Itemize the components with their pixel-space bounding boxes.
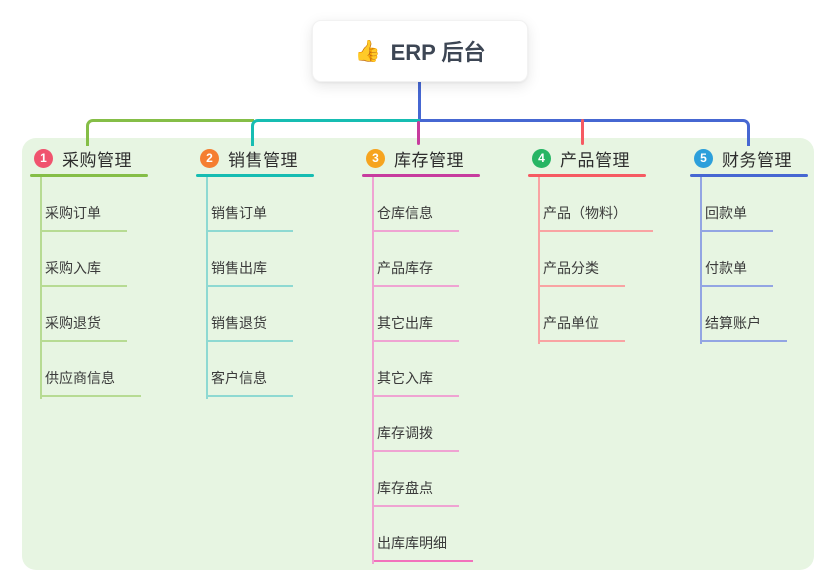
mindmap-item-label: 供应商信息 xyxy=(40,368,141,397)
mindmap-item[interactable]: 客户信息 xyxy=(206,342,346,397)
branch-items: 采购订单采购入库采购退货供应商信息 xyxy=(40,177,180,397)
mindmap-item[interactable]: 销售退货 xyxy=(206,287,346,342)
branch-items-connector xyxy=(700,177,702,344)
connector-branch-product xyxy=(581,119,584,145)
mindmap-item[interactable]: 出库库明细 xyxy=(372,507,512,562)
mindmap-item[interactable]: 其它出库 xyxy=(372,287,512,342)
branch-title: 产品管理 xyxy=(560,150,630,170)
mindmap-item-label: 客户信息 xyxy=(206,368,293,397)
branch-inventory: 3 库存管理 仓库信息产品库存其它出库其它入库库存调拨库存盘点出库库明细 xyxy=(362,142,512,564)
branch-items-connector xyxy=(40,177,42,399)
connector-branch-finance xyxy=(420,119,750,146)
branch-underline xyxy=(528,174,646,177)
mindmap-item-label: 出库库明细 xyxy=(372,533,473,562)
branch-items: 销售订单销售出库销售退货客户信息 xyxy=(206,177,346,397)
thumbs-up-icon: 👍 xyxy=(354,39,381,63)
branch-purchase: 1 采购管理 采购订单采购入库采购退货供应商信息 xyxy=(30,142,180,399)
mindmap-item[interactable]: 产品分类 xyxy=(538,232,678,287)
branch-number-badge: 5 xyxy=(694,148,713,168)
mindmap-item[interactable]: 库存调拨 xyxy=(372,397,512,452)
branches-panel xyxy=(22,138,814,570)
branch-underline xyxy=(30,174,148,177)
mindmap-item[interactable]: 产品库存 xyxy=(372,232,512,287)
mindmap-item[interactable]: 采购退货 xyxy=(40,287,180,342)
branch-node-sales[interactable]: 2 销售管理 xyxy=(196,142,346,174)
mindmap-item[interactable]: 供应商信息 xyxy=(40,342,180,397)
branch-items-connector xyxy=(538,177,540,344)
mindmap-item-label: 其它出库 xyxy=(372,313,459,342)
branch-underline xyxy=(196,174,314,177)
mindmap-item[interactable]: 产品单位 xyxy=(538,287,678,342)
root-connector-line xyxy=(418,81,421,120)
mindmap-item-label: 结算账户 xyxy=(700,313,787,342)
connector-branch-purchase xyxy=(86,119,254,146)
mindmap-item[interactable]: 销售订单 xyxy=(206,177,346,232)
branch-title: 库存管理 xyxy=(394,150,464,170)
mindmap-item-label: 采购入库 xyxy=(40,258,127,287)
mindmap-item[interactable]: 回款单 xyxy=(700,177,839,232)
mindmap-item-label: 库存调拨 xyxy=(372,423,459,452)
mindmap-item-label: 产品分类 xyxy=(538,258,625,287)
mindmap-item-label: 产品（物料） xyxy=(538,203,653,232)
branch-number-badge: 4 xyxy=(532,148,551,168)
branch-underline xyxy=(690,174,808,177)
branch-node-purchase[interactable]: 1 采购管理 xyxy=(30,142,180,174)
branch-items: 仓库信息产品库存其它出库其它入库库存调拨库存盘点出库库明细 xyxy=(372,177,512,562)
mindmap-item-label: 回款单 xyxy=(700,203,773,232)
branch-product: 4 产品管理 产品（物料） 产品分类产品单位 xyxy=(528,142,678,344)
branch-title: 销售管理 xyxy=(228,150,298,170)
mindmap-item[interactable]: 销售出库 xyxy=(206,232,346,287)
branch-sales: 2 销售管理 销售订单销售出库销售退货客户信息 xyxy=(196,142,346,399)
mindmap-item-label: 其它入库 xyxy=(372,368,459,397)
mindmap-item-label: 采购退货 xyxy=(40,313,127,342)
branch-underline xyxy=(362,174,480,177)
mindmap-item[interactable]: 库存盘点 xyxy=(372,452,512,507)
branch-node-inventory[interactable]: 3 库存管理 xyxy=(362,142,512,174)
mindmap-item-label: 付款单 xyxy=(700,258,773,287)
mindmap-item[interactable]: 采购订单 xyxy=(40,177,180,232)
mindmap-item-label: 产品库存 xyxy=(372,258,459,287)
branch-items: 产品（物料） 产品分类产品单位 xyxy=(538,177,678,342)
connector-branch-sales xyxy=(251,119,420,146)
branch-title: 采购管理 xyxy=(62,150,132,170)
mindmap-item[interactable]: 付款单 xyxy=(700,232,839,287)
branch-number-badge: 3 xyxy=(366,148,385,168)
connector-branch-inventory xyxy=(417,121,420,145)
mindmap-item[interactable]: 采购入库 xyxy=(40,232,180,287)
mindmap-item[interactable]: 结算账户 xyxy=(700,287,839,342)
branch-node-product[interactable]: 4 产品管理 xyxy=(528,142,678,174)
mindmap-item-label: 库存盘点 xyxy=(372,478,459,507)
branch-items-connector xyxy=(206,177,208,399)
mindmap-item-label: 仓库信息 xyxy=(372,203,459,232)
branch-number-badge: 1 xyxy=(34,148,53,168)
mindmap-item-label: 销售出库 xyxy=(206,258,293,287)
branch-items-connector xyxy=(372,177,374,564)
branch-items: 回款单付款单结算账户 xyxy=(700,177,839,342)
mindmap-item[interactable]: 仓库信息 xyxy=(372,177,512,232)
branch-finance: 5 财务管理 回款单付款单结算账户 xyxy=(690,142,839,344)
mindmap-item-label: 产品单位 xyxy=(538,313,625,342)
branch-title: 财务管理 xyxy=(722,150,792,170)
root-node-title: ERP 后台 xyxy=(390,40,486,65)
mindmap-item[interactable]: 其它入库 xyxy=(372,342,512,397)
branch-node-finance[interactable]: 5 财务管理 xyxy=(690,142,839,174)
mindmap-item-label: 采购订单 xyxy=(40,203,127,232)
root-node[interactable]: 👍 ERP 后台 xyxy=(312,20,528,82)
mindmap-item-label: 销售订单 xyxy=(206,203,293,232)
mindmap-item[interactable]: 产品（物料） xyxy=(538,177,678,232)
branch-number-badge: 2 xyxy=(200,148,219,168)
mindmap-item-label: 销售退货 xyxy=(206,313,293,342)
